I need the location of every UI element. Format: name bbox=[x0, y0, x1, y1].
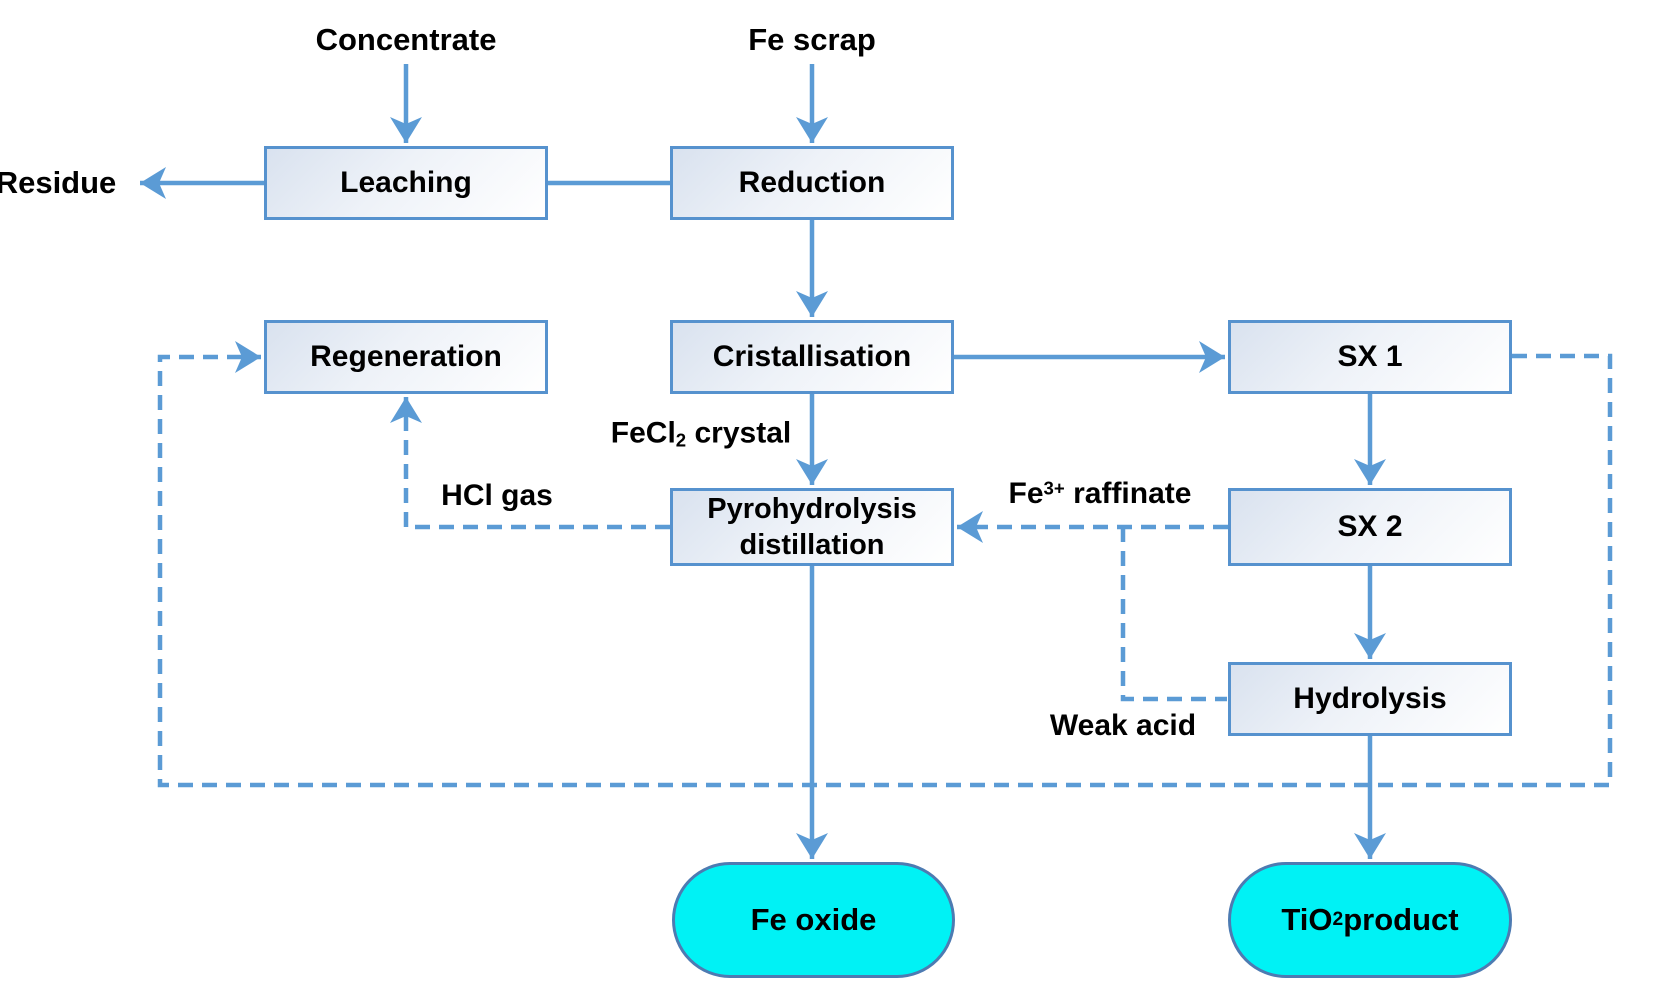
label-fe-scrap: Fe scrap bbox=[748, 22, 876, 57]
node-hydrolysis: Hydrolysis bbox=[1228, 662, 1512, 736]
label-fe3-raffinate: Fe3+ raffinate bbox=[1008, 477, 1192, 510]
edge-recycle-loop-sx1-to-regeneration bbox=[157, 341, 1613, 788]
node-sx2: SX 2 bbox=[1228, 488, 1512, 566]
edge-hclgas-pyrohydrolysis-to-regeneration bbox=[390, 397, 670, 530]
label-concentrate: Concentrate bbox=[315, 22, 497, 57]
terminal-fe-oxide: Fe oxide bbox=[672, 862, 955, 978]
node-sx1: SX 1 bbox=[1228, 320, 1512, 394]
label-weak-acid: Weak acid bbox=[1049, 709, 1197, 742]
edge-weakacid-to-hydrolysis bbox=[1120, 527, 1227, 702]
label-hcl-gas: HCl gas bbox=[441, 479, 553, 512]
label-residue: Residue bbox=[0, 165, 117, 200]
node-pyrohydrolysis-distillation: Pyrohydrolysis distillation bbox=[670, 488, 954, 566]
node-leaching: Leaching bbox=[264, 146, 548, 220]
node-cristallisation: Cristallisation bbox=[670, 320, 954, 394]
node-regeneration: Regeneration bbox=[264, 320, 548, 394]
label-fecl2-crystal: FeCl2 crystal bbox=[610, 416, 792, 451]
node-reduction: Reduction bbox=[670, 146, 954, 220]
